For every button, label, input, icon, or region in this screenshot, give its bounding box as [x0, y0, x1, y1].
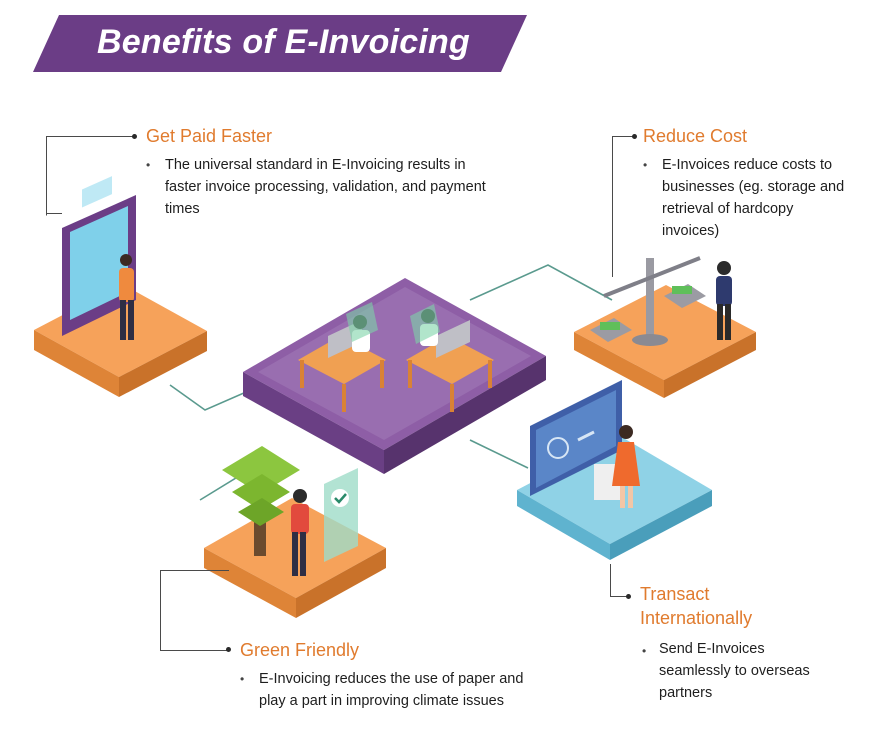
benefit-title-line1: Transact — [640, 584, 710, 604]
bullet-icon: • — [240, 672, 245, 686]
bracket-reduce-cost — [612, 136, 635, 277]
platform-green-friendly — [204, 446, 386, 618]
benefit-reduce-cost: Reduce Cost • E-Invoices reduce costs to… — [643, 124, 863, 244]
person-icon — [119, 254, 134, 340]
benefit-title: Get Paid Faster — [146, 126, 273, 146]
person-left-icon — [346, 302, 378, 352]
bracket-get-paid-faster — [46, 136, 135, 216]
page-title: Benefits of E-Invoicing — [97, 23, 470, 61]
benefit-description: Send E-Invoices seamlessly to overseas p… — [659, 641, 810, 701]
benefit-transact-internationally: Transact Internationally • Send E-Invoic… — [640, 582, 860, 712]
benefit-description: The universal standard in E-Invoicing re… — [165, 157, 486, 217]
web-screen-icon — [530, 380, 622, 496]
banner-shape — [33, 15, 527, 72]
platform-get-paid-faster — [34, 176, 207, 397]
bullet-icon: • — [643, 158, 648, 172]
benefit-title-line2: Internationally — [640, 608, 753, 628]
platform-reduce-cost — [574, 256, 756, 398]
scale-icon — [590, 256, 706, 346]
person-icon — [716, 261, 732, 340]
benefit-title: Green Friendly — [240, 640, 360, 660]
benefit-description: E-Invoicing reduces the use of paper and… — [259, 671, 524, 709]
desk-right — [406, 320, 494, 412]
benefit-description: E-Invoices reduce costs to businesses (e… — [662, 157, 845, 239]
tree-icon — [222, 446, 300, 556]
title-banner: Benefits of E-Invoicing — [33, 15, 527, 72]
bracket-green-friendly-top — [160, 570, 190, 571]
bracket-transact — [610, 564, 629, 597]
tablet-icon — [62, 176, 136, 336]
person-icon — [594, 425, 640, 508]
dot-reduce-cost — [632, 134, 637, 139]
bracket-green-friendly — [160, 570, 229, 651]
bracket-get-paid-faster-tail — [46, 213, 62, 214]
benefit-title: Reduce Cost — [643, 126, 748, 146]
benefit-get-paid-faster: Get Paid Faster • The universal standard… — [146, 124, 496, 224]
person-icon — [291, 489, 309, 576]
dot-get-paid-faster — [132, 134, 137, 139]
check-screen-icon — [324, 468, 358, 562]
benefit-green-friendly: Green Friendly • E-Invoicing reduces the… — [240, 638, 530, 738]
bullet-icon: • — [642, 644, 647, 658]
dot-transact — [626, 594, 631, 599]
bullet-icon: • — [146, 158, 151, 172]
person-right-icon — [410, 304, 440, 346]
platform-transact-internationally — [517, 380, 712, 560]
platform-center-office — [243, 278, 546, 474]
dot-green-friendly — [226, 647, 231, 652]
